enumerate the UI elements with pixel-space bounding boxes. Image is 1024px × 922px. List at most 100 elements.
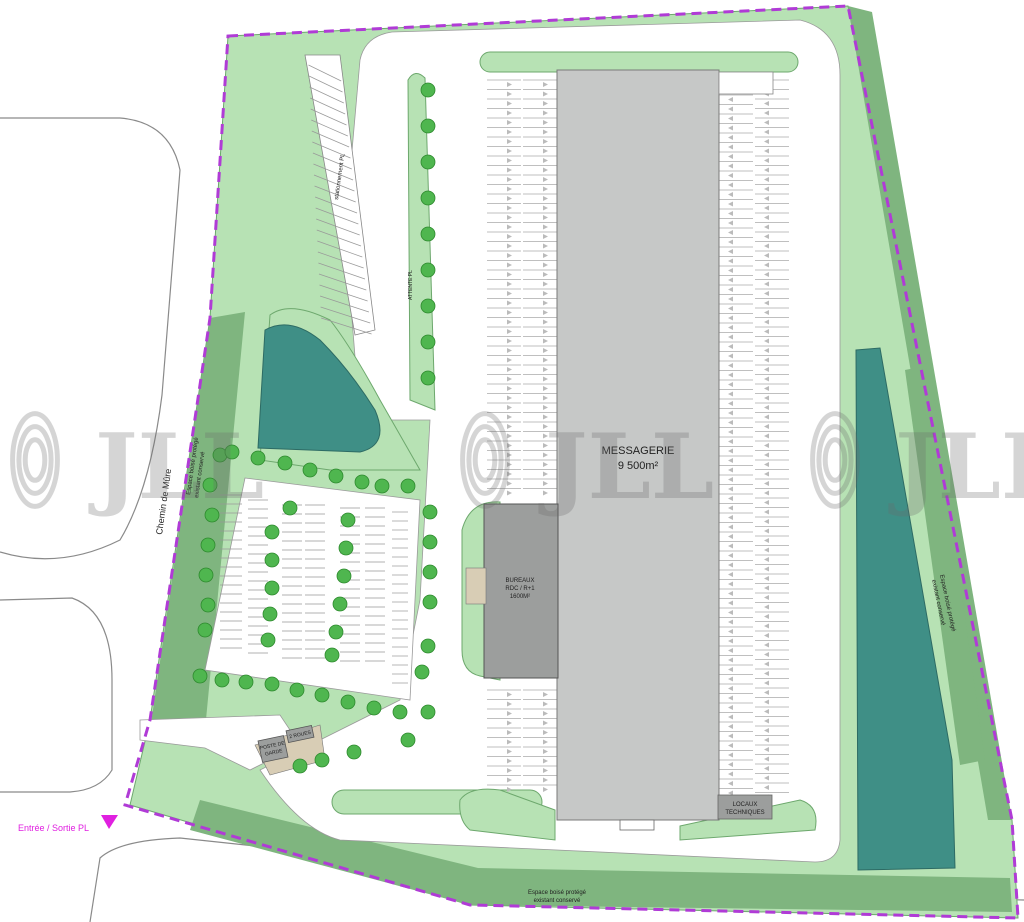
tree-icon: [260, 632, 276, 648]
dock-arrow-icon: [507, 205, 512, 211]
dock-arrow-icon: [507, 739, 512, 745]
offices-entrance: [465, 567, 487, 605]
tree-icon: [420, 154, 436, 170]
tree-icon: [420, 226, 436, 242]
dock-arrow-icon: [728, 676, 733, 682]
jll-logo-icon: JLL: [460, 411, 714, 520]
dock-arrow-icon: [507, 262, 512, 268]
south-island-2: [459, 788, 556, 841]
tree-icon: [200, 597, 216, 613]
tree-icon: [420, 370, 436, 386]
dock-arrow-icon: [728, 657, 733, 663]
dock-arrow-icon: [728, 144, 733, 150]
dock-arrow-icon: [764, 367, 769, 372]
dock-arrow-icon: [543, 158, 548, 163]
dock-arrow-icon: [543, 787, 548, 792]
dock-arrow-icon: [728, 581, 733, 587]
dock-arrow-icon: [507, 253, 512, 258]
truck-diagonal-parking: stationnement PL ATTENTE PL: [304, 54, 414, 336]
tree-icon: [336, 568, 352, 584]
dock-arrow-icon: [507, 730, 512, 735]
dock-arrow-icon: [728, 116, 733, 121]
dock-arrow-icon: [728, 496, 733, 501]
dock-arrow-icon: [764, 709, 769, 714]
road-outline-block-north: [0, 117, 181, 560]
entrance-label: Entrée / Sortie PL: [18, 823, 89, 833]
dock-arrow-icon: [764, 148, 769, 154]
dock-arrow-icon: [764, 414, 769, 420]
main-building: MESSAGERIE 9 500m² LOCAUX TECHNIQUES: [556, 69, 774, 831]
tree-icon: [282, 500, 298, 516]
dock-arrow-icon: [507, 452, 512, 458]
dock-arrow-icon: [764, 158, 769, 163]
tree-icon: [338, 540, 354, 556]
dock-arrow-icon: [728, 515, 733, 520]
dock-arrow-icon: [764, 177, 769, 182]
dock-arrow-icon: [507, 120, 512, 125]
tree-icon: [420, 334, 436, 350]
dock-arrow-icon: [728, 249, 733, 254]
road-outline-block-south: [0, 597, 113, 793]
dock-arrow-icon: [543, 139, 548, 144]
dock-arrow-icon: [728, 306, 733, 311]
two-wheels-shelter: [285, 724, 315, 744]
tree-icon: [346, 744, 362, 760]
technical-rooms-label-2: TECHNIQUES: [725, 810, 764, 816]
dock-arrow-icon: [543, 177, 548, 182]
dock-arrow-icon: [764, 272, 769, 277]
tree-icon: [422, 534, 438, 550]
guard-post-label-2: GARDE: [265, 748, 284, 758]
dock-arrow-icon: [507, 749, 512, 754]
dock-arrow-icon: [728, 211, 733, 216]
dock-arrow-icon: [543, 310, 548, 315]
dock-arrow-icon: [543, 768, 548, 773]
dock-arrow-icon: [507, 329, 512, 334]
dock-arrow-icon: [764, 775, 769, 781]
dock-arrow-icon: [728, 486, 733, 492]
dock-arrow-icon: [728, 724, 733, 729]
dock-arrow-icon: [764, 604, 769, 610]
dock-arrow-icon: [764, 101, 769, 106]
dock-arrow-icon: [728, 106, 733, 112]
dock-arrow-icon: [507, 768, 512, 773]
dock-arrow-icon: [507, 300, 512, 306]
dock-arrow-icon: [507, 234, 512, 239]
dock-arrow-icon: [507, 148, 512, 154]
tree-icon: [324, 647, 340, 663]
dock-arrow-icon: [728, 163, 733, 169]
dock-arrow-icon: [507, 758, 512, 764]
dock-arrow-icon: [728, 695, 733, 701]
dock-arrow-icon: [764, 481, 769, 486]
dock-arrow-icon: [507, 186, 512, 192]
dock-arrow-icon: [728, 287, 733, 292]
guard-post-area: POSTE DE GARDE 2 ROUES: [254, 724, 326, 776]
dock-arrow-icon: [764, 490, 769, 496]
dock-arrow-icon: [507, 701, 512, 707]
dock-arrow-icon: [543, 272, 548, 277]
dock-arrow-icon: [543, 481, 548, 486]
dock-arrow-icon: [764, 452, 769, 458]
dock-arrow-icon: [764, 528, 769, 534]
dock-arrow-icon: [728, 125, 733, 131]
trees: [192, 82, 438, 774]
dock-arrow-icon: [764, 186, 769, 192]
dock-arrow-icon: [764, 680, 769, 686]
dock-arrow-icon: [507, 158, 512, 163]
dock-arrow-icon: [728, 629, 733, 634]
tree-icon: [264, 580, 280, 596]
dock-arrow-icon: [507, 338, 512, 344]
dock-arrow-icon: [543, 395, 548, 401]
two-wheels-label: 2 ROUES: [289, 730, 312, 741]
north-green-island: [479, 51, 799, 73]
dock-arrow-icon: [507, 720, 512, 726]
technical-rooms: [717, 794, 773, 820]
dock-arrow-icon: [507, 281, 512, 287]
jll-logo-icon: JLL: [810, 411, 1024, 520]
dock-arrow-icon: [507, 167, 512, 173]
dock-arrow-icon: [543, 367, 548, 372]
dock-arrow-icon: [764, 690, 769, 695]
dock-arrow-icon: [728, 182, 733, 188]
jll-logo-icon: JLL: [10, 411, 264, 520]
dock-arrow-icon: [764, 405, 769, 410]
